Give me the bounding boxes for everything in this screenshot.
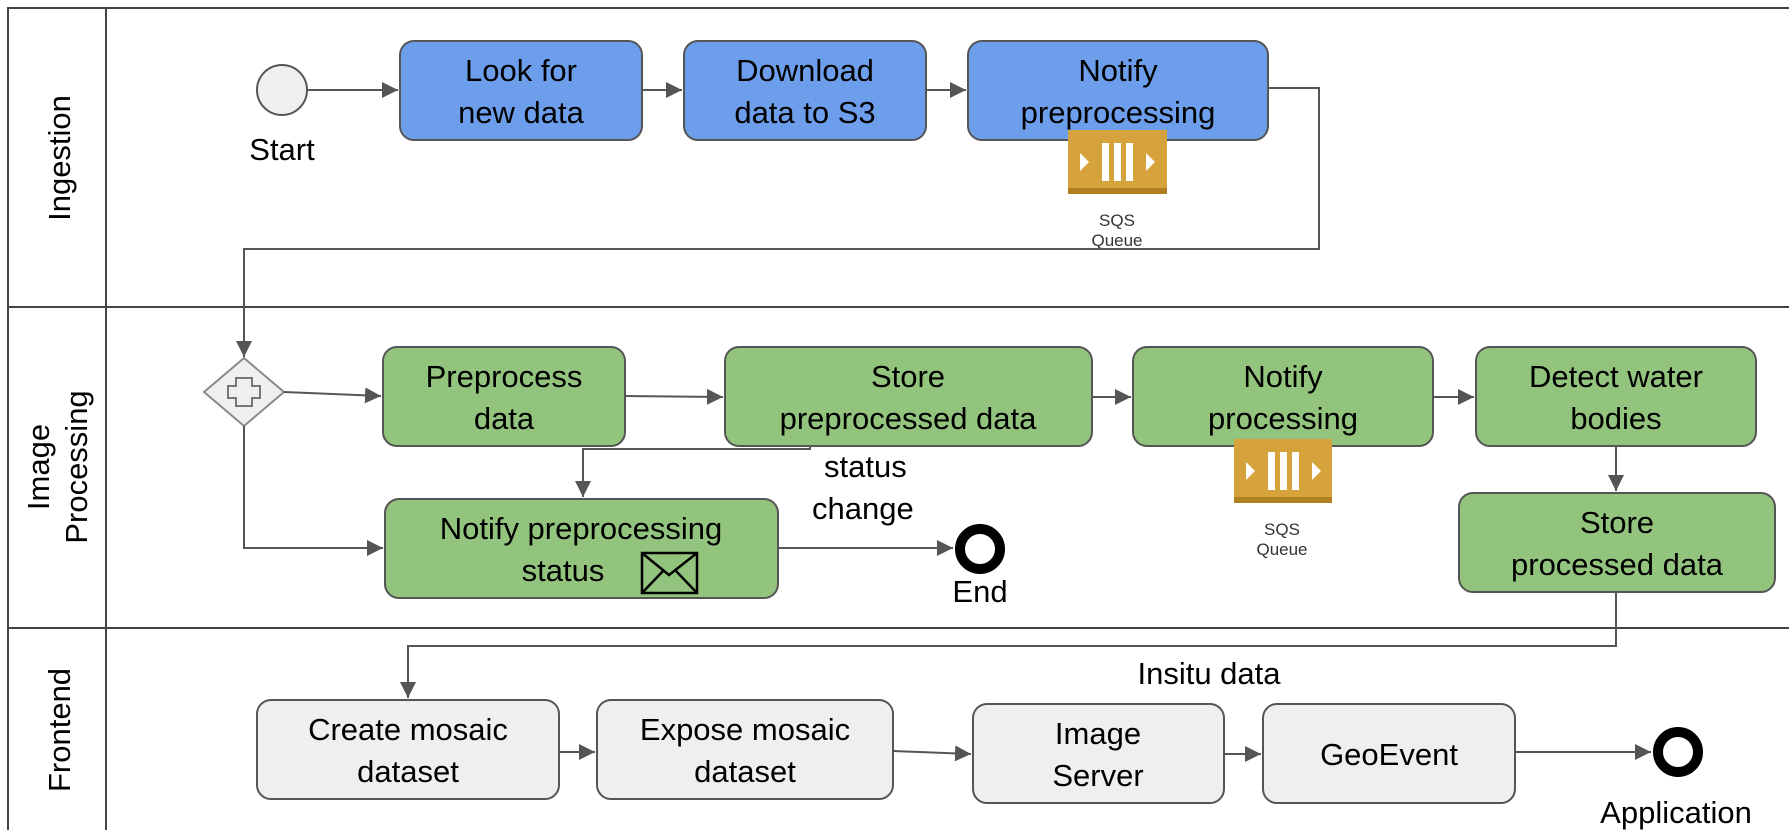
start-label: Start [249, 132, 315, 167]
status-change-label-line2: change [812, 491, 914, 526]
lane-label-frontend: Frontend [42, 668, 77, 792]
parallel-gateway[interactable] [202, 356, 286, 428]
task-notify-preprocessing-line1: Notify [1078, 53, 1158, 88]
task-expose-mosaic-dataset-line1: Expose mosaic [640, 712, 850, 747]
start-event[interactable] [256, 64, 308, 116]
end-label: End [952, 574, 1007, 609]
task-preprocess-data-line2: data [474, 401, 535, 436]
task-notify-preprocessing[interactable]: Notify preprocessing [967, 40, 1269, 141]
task-store-processed-data-line2: processed data [1511, 547, 1724, 582]
task-notify-processing[interactable]: Notify processing [1132, 346, 1434, 447]
pool [7, 7, 1789, 830]
task-store-processed-data[interactable]: Store processed data [1458, 492, 1776, 593]
task-create-mosaic-dataset-line2: dataset [357, 754, 459, 789]
end-event[interactable] [955, 524, 1005, 574]
task-expose-mosaic-dataset[interactable]: Expose mosaic dataset [596, 699, 894, 800]
task-download-data-line2: data to S3 [734, 95, 875, 130]
task-detect-water-bodies[interactable]: Detect water bodies [1475, 346, 1757, 447]
task-notify-preprocessing-status-line1: Notify preprocessing [440, 511, 723, 546]
sqs-queue-label-line2: Queue [1091, 231, 1142, 250]
task-geoevent[interactable]: GeoEvent [1262, 703, 1516, 804]
flow-notify-to-gateway [236, 87, 1320, 357]
sqs-queue-label-line1: SQS [1264, 520, 1300, 539]
task-create-mosaic-dataset-line1: Create mosaic [308, 712, 508, 747]
task-image-server-line1: Image [1055, 716, 1141, 751]
sqs-queue-icon [1068, 130, 1167, 194]
task-image-server-line2: Server [1052, 758, 1143, 793]
task-look-for-new-data[interactable]: Look for new data [399, 40, 643, 141]
task-detect-water-bodies-line2: bodies [1570, 401, 1661, 436]
task-notify-processing-line1: Notify [1243, 359, 1323, 394]
status-change-label-line1: status [824, 449, 907, 484]
task-notify-preprocessing-line2: preprocessing [1021, 95, 1216, 130]
task-look-for-new-data-line2: new data [458, 95, 585, 130]
task-download-data[interactable]: Download data to S3 [683, 40, 927, 141]
sqs-queue-icon [1234, 439, 1332, 503]
lane-label-ingestion: Ingestion [42, 95, 77, 221]
task-look-for-new-data-line1: Look for [465, 53, 577, 88]
task-notify-preprocessing-status-line2: status [522, 553, 605, 588]
lane-label-image-processing: Image Processing [21, 390, 94, 543]
task-notify-processing-line2: processing [1208, 401, 1358, 436]
insitu-data-label: Insitu data [1137, 656, 1281, 691]
flow-preprocess-to-store [624, 388, 724, 405]
application-label: Application [1600, 795, 1752, 830]
flow-expose-to-image-server [892, 745, 972, 762]
task-image-server[interactable]: Image Server [972, 703, 1225, 804]
task-expose-mosaic-dataset-line2: dataset [694, 754, 796, 789]
task-detect-water-bodies-line1: Detect water [1529, 359, 1703, 394]
flow-gateway-to-notify-status [243, 426, 383, 556]
task-preprocess-data-line1: Preprocess [426, 359, 583, 394]
application-end-event[interactable] [1653, 727, 1703, 777]
envelope-icon [640, 551, 699, 595]
task-store-processed-data-line1: Store [1580, 505, 1654, 540]
task-store-preprocessed-data[interactable]: Store preprocessed data [724, 346, 1093, 447]
task-store-preprocessed-data-line2: preprocessed data [780, 401, 1038, 436]
task-download-data-line1: Download [736, 53, 874, 88]
sqs-queue-label-line2: Queue [1256, 540, 1307, 559]
task-preprocess-data[interactable]: Preprocess data [382, 346, 626, 447]
task-create-mosaic-dataset[interactable]: Create mosaic dataset [256, 699, 560, 800]
flow-gateway-to-preprocess [283, 387, 382, 404]
task-notify-preprocessing-status[interactable]: Notify preprocessing status [384, 498, 779, 599]
task-geoevent-label: GeoEvent [1320, 737, 1458, 772]
flow-store-to-notify-status [575, 446, 811, 497]
flow-store-processed-to-frontend [400, 592, 1617, 698]
task-store-preprocessed-data-line1: Store [871, 359, 945, 394]
sqs-queue-label-line1: SQS [1099, 211, 1135, 230]
lane-label-image-processing-line2: Processing [59, 390, 94, 543]
lane-label-image-processing-line1: Image [21, 424, 56, 510]
